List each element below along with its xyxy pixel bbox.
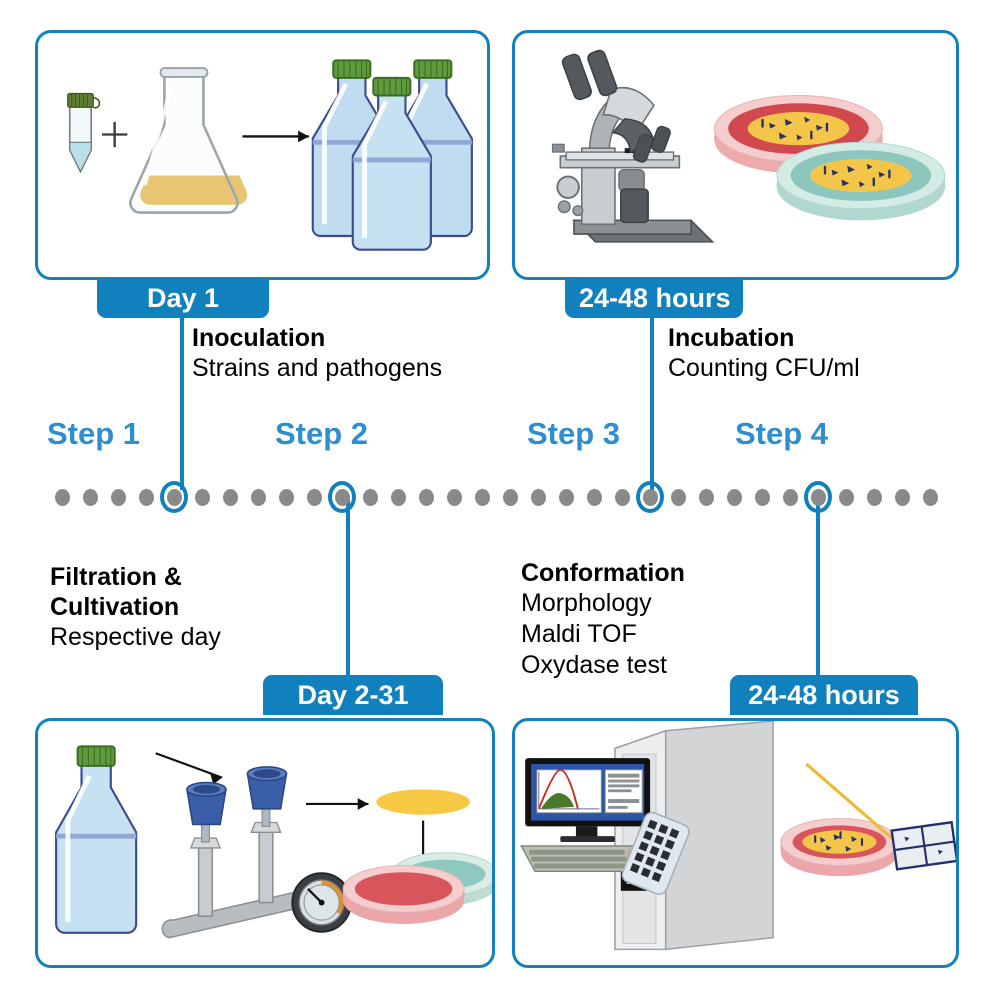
timeline-dot — [698, 489, 714, 506]
heading-incubation: Incubation — [668, 324, 795, 352]
timeline-dot — [474, 489, 490, 506]
badge-24-48-hours-incubation: 24-48 hours — [565, 278, 743, 318]
target-slide-icon — [890, 820, 956, 871]
timeline-dot — [82, 489, 98, 506]
timeline-dot — [250, 489, 266, 506]
petri-dish-icon — [342, 852, 492, 925]
timeline-dot — [502, 489, 518, 506]
arrow-right-icon — [155, 752, 223, 785]
erlenmeyer-flask-icon — [129, 67, 248, 214]
illustration-panel-conformation — [512, 718, 959, 968]
illustration-panel-inoculation — [35, 30, 490, 280]
step-label-2: Step 2 — [275, 416, 369, 451]
eppendorf-tube-icon — [67, 92, 101, 174]
culture-bottle-icon — [55, 745, 138, 934]
illustration-panel-incubation — [512, 30, 959, 280]
timeline-dot — [54, 489, 70, 506]
arrow-right-icon — [242, 130, 309, 143]
timeline-dot — [110, 489, 126, 506]
connector-step-1 — [180, 318, 184, 490]
culture-bottle-icon — [311, 59, 473, 251]
timeline-track — [0, 478, 996, 518]
filtration-artwork — [55, 745, 492, 939]
plus-sign-icon — [101, 121, 128, 148]
timeline-dot — [922, 489, 938, 506]
timeline-dot — [782, 489, 798, 506]
timeline-marker-step-3[interactable] — [636, 481, 664, 513]
step-label-1: Step 1 — [47, 416, 141, 451]
inoculation-artwork — [67, 59, 473, 251]
connector-step-2 — [346, 500, 350, 677]
illustration-panel-filtration — [35, 718, 495, 968]
detail-morphology: Morphology — [521, 589, 652, 617]
timeline-dot — [446, 489, 462, 506]
timeline-dot — [306, 489, 322, 506]
membrane-filter-icon — [376, 789, 470, 815]
computer-monitor-icon — [525, 758, 651, 843]
maldi-target-plate-icon — [621, 811, 690, 895]
timeline-dot — [586, 489, 602, 506]
step-label-3: Step 3 — [527, 416, 621, 451]
timeline-dot — [726, 489, 742, 506]
heading-cultivation: Cultivation — [50, 593, 180, 621]
incubation-artwork — [551, 49, 946, 243]
connector-step-3 — [650, 318, 654, 490]
conformation-artwork — [520, 721, 956, 951]
timeline-dot — [670, 489, 686, 506]
timeline-dot — [754, 489, 770, 506]
petri-dish-icon — [780, 818, 899, 877]
timeline-dot — [194, 489, 210, 506]
timeline-dot — [838, 489, 854, 506]
timeline-marker-step-4[interactable] — [804, 481, 832, 513]
detail-counting-cfu: Counting CFU/ml — [668, 354, 860, 382]
detail-respective-day: Respective day — [50, 623, 221, 651]
arrow-right-icon — [305, 798, 369, 810]
detail-strains-and-pathogens: Strains and pathogens — [192, 354, 443, 382]
badge-day-1: Day 1 — [97, 278, 269, 318]
timeline-marker-step-2[interactable] — [328, 481, 356, 513]
vacuum-gauge-icon — [291, 872, 352, 933]
timeline-dot — [138, 489, 154, 506]
timeline-dot — [530, 489, 546, 506]
description-step-2: Filtration & Cultivation Respective day — [50, 562, 221, 653]
timeline-dot — [894, 489, 910, 506]
description-step-4: Conformation Morphology Maldi TOF Oxydas… — [521, 558, 685, 681]
microscope-icon — [551, 49, 715, 243]
heading-filtration: Filtration & — [50, 563, 182, 591]
step-label-4: Step 4 — [735, 416, 829, 451]
timeline-dot — [558, 489, 574, 506]
timeline-dot — [222, 489, 238, 506]
inoculation-loop-icon — [805, 762, 896, 842]
description-step-1: Inoculation Strains and pathogens — [192, 323, 442, 384]
timeline-dot — [418, 489, 434, 506]
timeline-dot — [390, 489, 406, 506]
heading-inoculation: Inoculation — [192, 324, 326, 352]
timeline-marker-step-1[interactable] — [160, 481, 188, 513]
petri-dish-icon — [714, 94, 946, 221]
detail-oxydase-test: Oxydase test — [521, 651, 667, 679]
timeline-dot — [278, 489, 294, 506]
detail-maldi-tof: Maldi TOF — [521, 620, 637, 648]
timeline-dot — [866, 489, 882, 506]
badge-24-48-hours-conformation: 24-48 hours — [730, 675, 918, 715]
connector-step-4 — [816, 500, 820, 677]
heading-conformation: Conformation — [521, 559, 685, 587]
timeline-dot — [362, 489, 378, 506]
badge-day-2-31: Day 2-31 — [263, 675, 443, 715]
timeline-dot — [614, 489, 630, 506]
description-step-3: Incubation Counting CFU/ml — [668, 323, 860, 384]
filtration-manifold-icon — [161, 766, 318, 939]
